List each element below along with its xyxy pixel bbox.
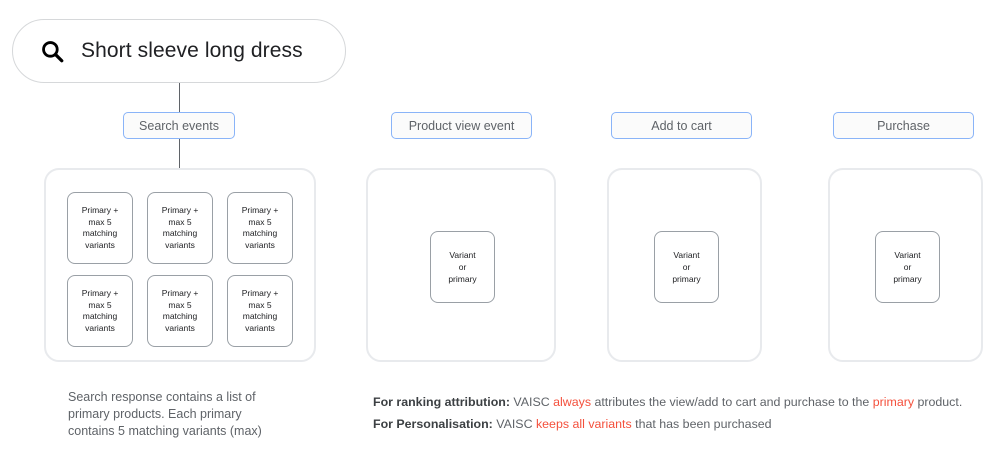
variant-or-primary-card[interactable]: Variant or primary — [430, 231, 495, 303]
card-line-1: Primary + — [81, 205, 119, 215]
card-line-4: variants — [165, 239, 195, 250]
card-line-1: Primary + — [241, 288, 279, 298]
pill-product-view-event[interactable]: Product view event — [391, 112, 532, 139]
pill-label: Search events — [139, 118, 219, 133]
card-line-4: variants — [85, 322, 115, 333]
card-line-4: variants — [245, 322, 275, 333]
pill-label: Product view event — [408, 118, 515, 133]
primary-variant-card[interactable]: Primary + max 5 matching variants — [227, 192, 293, 264]
card-line-2: max 5 — [88, 299, 112, 310]
search-response-caption: Search response contains a list of prima… — [68, 389, 368, 440]
product-view-panel: Variant or primary — [366, 168, 556, 362]
note-text: attributes the view/add to cart and purc… — [591, 395, 873, 409]
caption-line-3: contains 5 matching variants (max) — [68, 424, 262, 438]
pill-search-events[interactable]: Search events — [123, 112, 235, 139]
note-personalisation: For Personalisation: VAISC keeps all var… — [373, 414, 772, 435]
card-line-3: matching — [162, 311, 198, 321]
note-text: product. — [914, 395, 963, 409]
note-label: For ranking attribution: — [373, 395, 510, 409]
card-line-2: max 5 — [168, 216, 192, 227]
search-results-panel: Primary + max 5 matching variants Primar… — [44, 168, 316, 362]
card-line-1: Primary + — [161, 205, 199, 215]
primary-variant-card[interactable]: Primary + max 5 matching variants — [147, 275, 213, 347]
note-text: VAISC — [492, 417, 536, 431]
pill-label: Purchase — [877, 118, 930, 133]
card-line-3: primary — [672, 274, 701, 284]
card-line-4: variants — [85, 239, 115, 250]
variant-or-primary-card[interactable]: Variant or primary — [875, 231, 940, 303]
note-highlight: primary — [872, 395, 915, 409]
card-line-2: max 5 — [168, 299, 192, 310]
card-line-3: primary — [448, 274, 477, 284]
card-line-3: primary — [893, 274, 922, 284]
search-bar[interactable]: Short sleeve long dress — [12, 19, 346, 83]
primary-variant-card[interactable]: Primary + max 5 matching variants — [147, 192, 213, 264]
card-line-1: Variant — [894, 250, 921, 260]
card-line-1: Variant — [673, 250, 700, 260]
card-line-4: variants — [245, 239, 275, 250]
card-line-2: or — [458, 262, 467, 272]
caption-line-2: primary products. Each primary — [68, 407, 242, 421]
card-line-3: matching — [82, 228, 118, 238]
card-line-2: max 5 — [248, 216, 272, 227]
note-text: VAISC — [509, 395, 554, 409]
connector-searchbar-to-pill — [178, 83, 180, 112]
caption-line-1: Search response contains a list of — [68, 390, 256, 404]
card-line-1: Primary + — [81, 288, 119, 298]
card-line-2: max 5 — [88, 216, 112, 227]
primary-variant-card[interactable]: Primary + max 5 matching variants — [67, 275, 133, 347]
card-line-2: or — [903, 262, 912, 272]
card-line-1: Variant — [449, 250, 476, 260]
pill-label: Add to cart — [651, 118, 712, 133]
note-text: that has been purchased — [631, 417, 772, 431]
variant-or-primary-card[interactable]: Variant or primary — [654, 231, 719, 303]
card-line-1: Primary + — [161, 288, 199, 298]
add-to-cart-panel: Variant or primary — [607, 168, 762, 362]
note-ranking-attribution: For ranking attribution: VAISC always at… — [373, 392, 962, 413]
note-highlight: keeps all variants — [535, 417, 632, 431]
card-line-3: matching — [242, 228, 278, 238]
card-line-1: Primary + — [241, 205, 279, 215]
card-line-3: matching — [82, 311, 118, 321]
card-line-4: variants — [165, 322, 195, 333]
card-line-2: or — [682, 262, 691, 272]
search-icon — [42, 41, 64, 63]
pill-purchase[interactable]: Purchase — [833, 112, 974, 139]
primary-variant-card[interactable]: Primary + max 5 matching variants — [67, 192, 133, 264]
connector-pill-to-panel — [178, 139, 180, 168]
card-line-3: matching — [162, 228, 198, 238]
pill-add-to-cart[interactable]: Add to cart — [611, 112, 752, 139]
purchase-panel: Variant or primary — [828, 168, 983, 362]
primary-variant-card[interactable]: Primary + max 5 matching variants — [227, 275, 293, 347]
card-line-3: matching — [242, 311, 278, 321]
card-line-2: max 5 — [248, 299, 272, 310]
search-query-text: Short sleeve long dress — [81, 39, 303, 62]
note-highlight: always — [553, 395, 592, 409]
note-label: For Personalisation: — [373, 417, 493, 431]
